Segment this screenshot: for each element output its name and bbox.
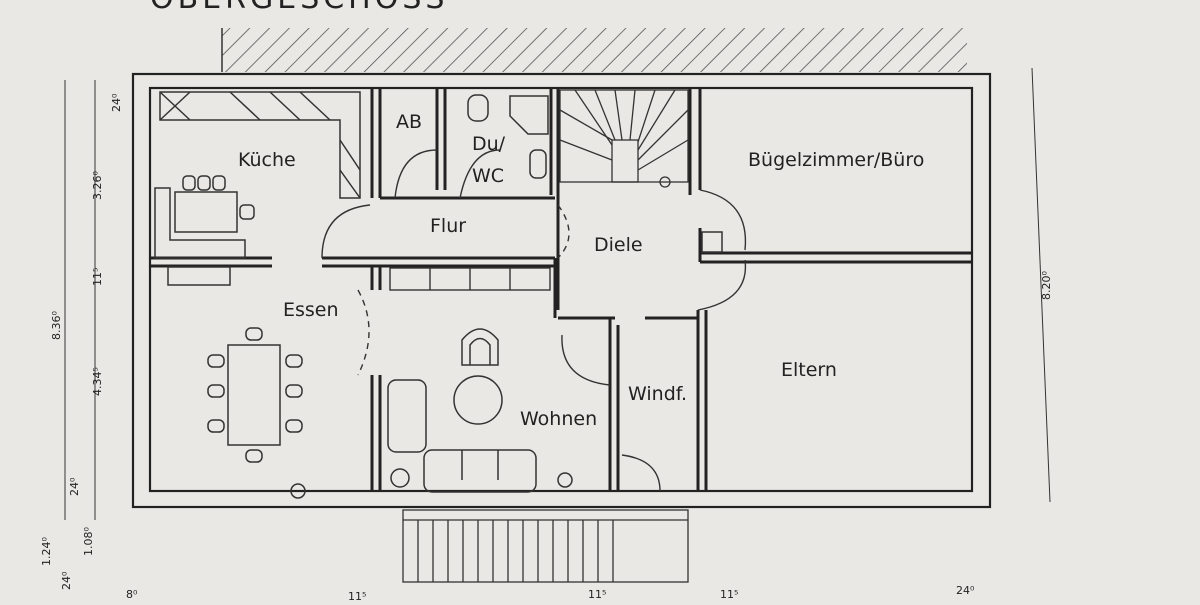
hatched-ground-strip <box>222 28 967 72</box>
dim-left-3: 11⁵ <box>91 268 104 286</box>
living-furniture <box>290 328 573 499</box>
staircase <box>559 89 689 188</box>
boiler-unit <box>701 231 723 253</box>
room-label-wohnen: Wohnen <box>520 408 597 430</box>
room-label-flur: Flur <box>430 215 466 237</box>
sheet-title: OBERGESCHOSS <box>150 0 448 16</box>
dim-left-2: 3.26⁰ <box>91 171 104 200</box>
dimension-labels: 24⁰ 3.26⁰ 11⁵ 4.34⁵ 24⁰ 1.08⁰ 24⁰ 8.36⁰ … <box>40 93 1053 603</box>
dim-right-total: 8.20⁰ <box>1040 271 1053 300</box>
dim-left-7: 24⁰ <box>60 571 73 590</box>
dim-bottom-1: 8⁰ <box>126 588 138 600</box>
room-label-windf: Windf. <box>628 383 687 405</box>
room-label-wc: WC <box>472 165 504 187</box>
room-label-ab: AB <box>396 111 422 133</box>
bathroom-fixtures <box>467 94 549 179</box>
kitchen-table <box>174 175 255 233</box>
hall-cabinet <box>389 267 551 291</box>
room-label-essen: Essen <box>283 299 339 321</box>
kitchen-counter <box>154 91 361 286</box>
room-label-du: Du/ <box>472 133 506 155</box>
dim-bottom-3: 11⁵ <box>588 588 606 600</box>
dimension-lines <box>64 67 1051 520</box>
dim-left-total: 8.36⁰ <box>50 311 63 340</box>
room-label-diele: Diele <box>594 234 643 256</box>
dim-left-6: 1.08⁰ <box>82 527 95 556</box>
dining-table <box>207 327 303 463</box>
outer-walls <box>131 72 992 509</box>
dim-left-4: 4.34⁵ <box>91 367 104 396</box>
dim-left-bottom: 1.24⁰ <box>40 537 53 566</box>
entrance-steps <box>402 509 689 583</box>
door-swings <box>321 149 747 492</box>
dim-bottom-2: 11⁵ <box>348 590 366 600</box>
dim-left-1: 24⁰ <box>110 93 123 112</box>
dim-bottom-5: 24⁰ <box>956 584 975 597</box>
dim-left-5: 24⁰ <box>68 477 81 496</box>
room-label-eltern: Eltern <box>781 359 837 381</box>
room-label-buegelzimmer: Bügelzimmer/Büro <box>748 149 924 171</box>
room-label-kueche: Küche <box>238 149 296 171</box>
dim-bottom-4: 11⁵ <box>720 588 738 600</box>
